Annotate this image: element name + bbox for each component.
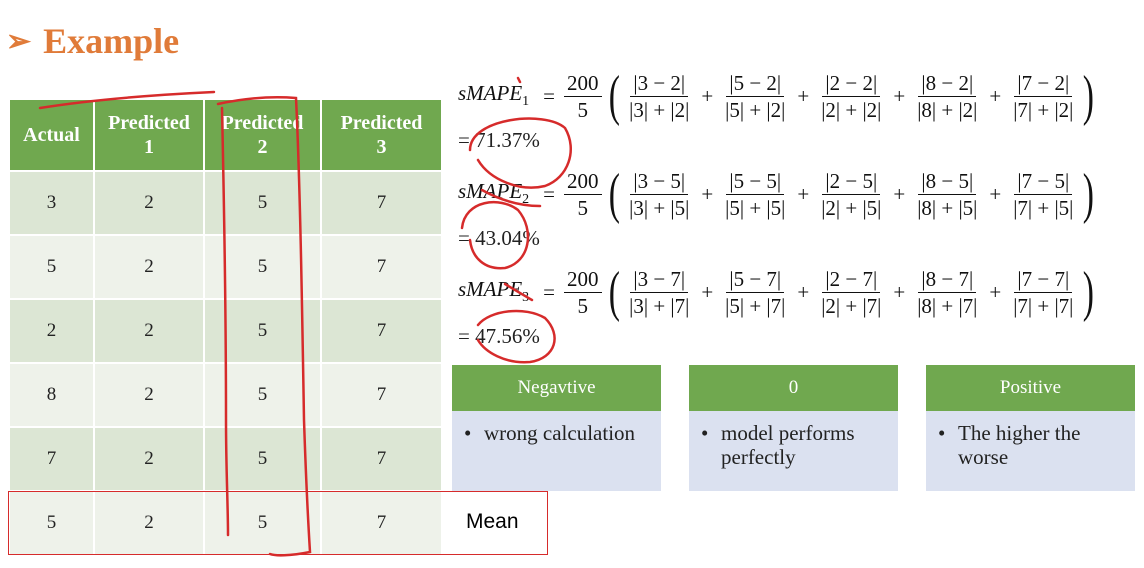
cell-predicted-1: 2 — [93, 426, 205, 492]
term-fraction: |3 − 5||3| + |5| — [629, 168, 690, 220]
mean-label: Mean — [466, 510, 519, 533]
term-fraction: |7 − 2||7| + |2| — [1013, 70, 1074, 122]
cell-predicted-1: 2 — [93, 234, 205, 300]
cell-actual: 3 — [8, 170, 95, 236]
table-row: 3 2 5 7 — [8, 170, 443, 236]
card-negative: Negavtive • wrong calculation — [452, 365, 661, 491]
smape-result-2: = 43.04% — [458, 226, 540, 250]
table-row: 5 2 5 7 — [8, 234, 443, 300]
card-heading: 0 — [689, 365, 898, 411]
cell-predicted-1: 2 — [93, 298, 205, 364]
term-fraction: |7 − 7||7| + |7| — [1013, 266, 1074, 318]
term-fraction: |5 − 7||5| + |7| — [725, 266, 786, 318]
term-fraction: |2 − 5||2| + |5| — [821, 168, 882, 220]
cell-predicted-3: 7 — [320, 298, 443, 364]
slide-title: ➢ Example — [6, 18, 179, 64]
card-zero: 0 • model performs perfectly — [689, 365, 898, 491]
slide-title-text: Example — [43, 21, 180, 61]
cell-predicted-3: 7 — [320, 170, 443, 236]
cell-predicted-3: 7 — [320, 490, 443, 556]
cell-predicted-3: 7 — [320, 362, 443, 428]
smape-result-3: = 47.56% — [458, 324, 540, 348]
term-fraction: |8 − 7||8| + |7| — [917, 266, 978, 318]
header-actual: Actual — [8, 98, 95, 172]
cell-predicted-1: 2 — [93, 362, 205, 428]
formula-lhs: sMAPE1 — [458, 81, 530, 110]
cell-predicted-2: 5 — [203, 298, 322, 364]
cell-predicted-3: 7 — [320, 234, 443, 300]
term-fraction: |3 − 7||3| + |7| — [629, 266, 690, 318]
cell-predicted-3: 7 — [320, 426, 443, 492]
smape-result-1: = 71.37% — [458, 128, 540, 152]
arrow-bullet-icon: ➢ — [6, 24, 32, 58]
table-row: 8 2 5 7 — [8, 362, 443, 428]
table-row: 2 2 5 7 — [8, 298, 443, 364]
term-fraction: |8 − 2||8| + |2| — [917, 70, 978, 122]
cell-predicted-2: 5 — [203, 170, 322, 236]
cell-actual: 8 — [8, 362, 95, 428]
card-heading: Negavtive — [452, 365, 661, 411]
cell-predicted-2: 5 — [203, 234, 322, 300]
table-row: 7 2 5 7 — [8, 426, 443, 492]
cell-actual: 2 — [8, 298, 95, 364]
cell-predicted-1: 2 — [93, 170, 205, 236]
term-fraction: |5 − 2||5| + |2| — [725, 70, 786, 122]
card-body: • wrong calculation — [452, 411, 661, 491]
bullet-icon: • — [464, 421, 472, 445]
cell-actual: 5 — [8, 234, 95, 300]
term-fraction: |3 − 2||3| + |2| — [629, 70, 690, 122]
cell-actual: 7 — [8, 426, 95, 492]
card-body: • The higher the worse — [926, 411, 1135, 491]
bullet-icon: • — [938, 421, 946, 445]
card-text: model performs perfectly — [721, 421, 855, 469]
term-fraction: |2 − 7||2| + |7| — [821, 266, 882, 318]
card-body: • model performs perfectly — [689, 411, 898, 491]
formula-lhs: sMAPE3 — [458, 277, 530, 306]
term-fraction: |7 − 5||7| + |5| — [1013, 168, 1074, 220]
card-text: The higher the worse — [958, 421, 1081, 469]
bullet-icon: • — [701, 421, 709, 445]
term-fraction: |2 − 2||2| + |2| — [821, 70, 882, 122]
cell-predicted-2: 5 — [203, 426, 322, 492]
term-fraction: |8 − 5||8| + |5| — [917, 168, 978, 220]
cell-predicted-2: 5 — [203, 362, 322, 428]
card-heading: Positive — [926, 365, 1135, 411]
card-text: wrong calculation — [484, 421, 636, 445]
card-positive: Positive • The higher the worse — [926, 365, 1135, 491]
term-fraction: |5 − 5||5| + |5| — [725, 168, 786, 220]
formula-lhs: sMAPE2 — [458, 179, 530, 208]
